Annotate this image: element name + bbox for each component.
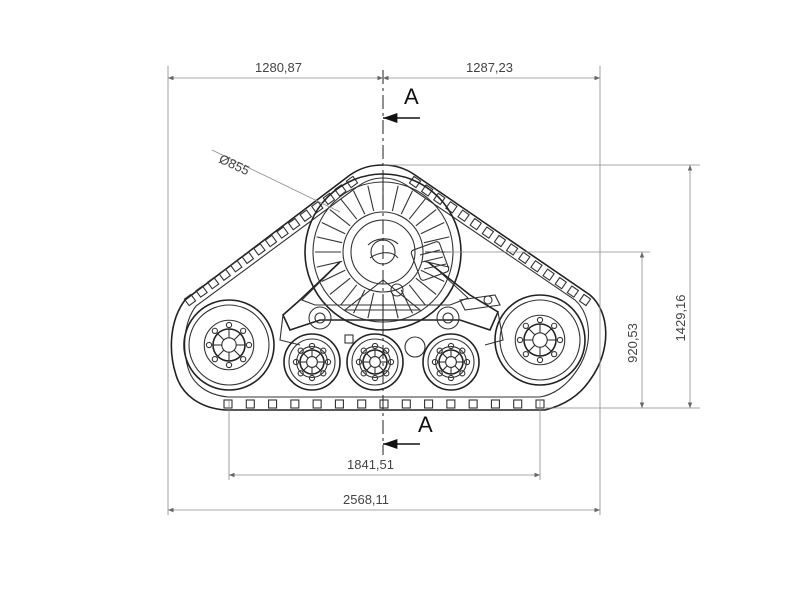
section-label-bottom: A bbox=[418, 412, 433, 437]
dimension-wheel-span: 1841,51 bbox=[228, 400, 541, 480]
dim-wheel-span: 1841,51 bbox=[347, 457, 394, 472]
wheels bbox=[183, 294, 586, 391]
dim-sprocket-diameter: Ø855 bbox=[217, 151, 252, 178]
idler-wheel-left bbox=[183, 299, 275, 391]
idler-wheel-right bbox=[494, 294, 586, 386]
dimension-total-width: 2568,11 bbox=[167, 300, 601, 515]
diameter-callout: Ø855 bbox=[211, 149, 341, 213]
main-frame bbox=[279, 241, 504, 358]
dimension-top: 1280,87 1287,23 bbox=[167, 60, 601, 300]
road-wheel-3 bbox=[422, 333, 480, 391]
track-belt bbox=[170, 164, 607, 411]
sprocket-ribs bbox=[315, 184, 451, 320]
track-lugs bbox=[183, 175, 592, 409]
dim-left-half: 1280,87 bbox=[255, 60, 302, 75]
road-wheel-2 bbox=[346, 333, 404, 391]
dim-total-width: 2568,11 bbox=[343, 492, 389, 507]
section-marker-bottom: A bbox=[383, 412, 433, 450]
road-wheel-1 bbox=[283, 333, 341, 391]
dim-axle-height: 920,53 bbox=[625, 323, 640, 363]
dim-right-half: 1287,23 bbox=[466, 60, 513, 75]
dimension-heights: 1429,16 920,53 bbox=[383, 164, 700, 409]
section-label-top: A bbox=[404, 84, 419, 109]
dim-total-height: 1429,16 bbox=[673, 295, 688, 342]
section-marker-top: A bbox=[383, 84, 420, 124]
